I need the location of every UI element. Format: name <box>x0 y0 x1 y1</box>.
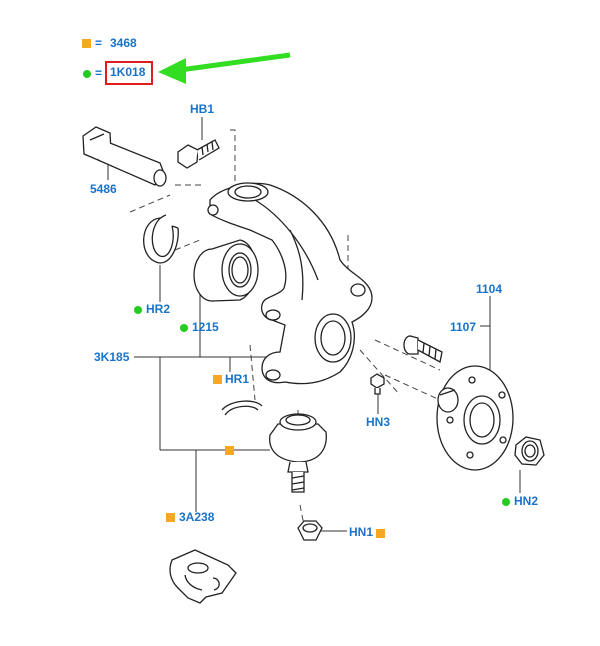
legend-code-1k018: 1K018 <box>110 65 146 79</box>
label-5486: 5486 <box>90 182 117 196</box>
bolt-hn3 <box>370 373 385 395</box>
marker-3a238-square <box>166 513 175 522</box>
label-hn1: HN1 <box>349 525 374 539</box>
marker-1215-dot <box>180 324 188 332</box>
label-1215: 1215 <box>192 320 219 334</box>
steering-knuckle-3k185 <box>207 182 373 385</box>
bolt-5486 <box>82 126 167 187</box>
label-hr1: HR1 <box>225 372 250 386</box>
label-hr2: HR2 <box>146 302 171 316</box>
bearing-1215 <box>193 239 259 302</box>
dashed-guides <box>129 129 441 531</box>
label-hn3: HN3 <box>366 415 391 429</box>
label-3k185: 3K185 <box>94 350 130 364</box>
highlight-box <box>105 61 153 85</box>
legend-code-3468: 3468 <box>110 36 137 50</box>
circlip-hr2 <box>143 214 179 264</box>
label-1104: 1104 <box>476 282 503 296</box>
marker-hn1-square <box>376 529 385 538</box>
wheel-bolt-1107 <box>403 335 443 363</box>
wheel-hub-1104 <box>436 365 514 471</box>
legend-dot-marker <box>83 70 91 78</box>
label-hb1: HB1 <box>190 102 215 116</box>
label-3a238: 3A238 <box>179 510 215 524</box>
circlip-hr1 <box>221 400 263 416</box>
legend-equals-1: = <box>95 36 103 50</box>
label-1107: 1107 <box>450 320 477 334</box>
pointer-arrow <box>158 52 291 84</box>
marker-balljoint-square <box>225 446 234 455</box>
hub-nut-hn2 <box>514 436 545 466</box>
ball-joint-3a238 <box>269 413 327 493</box>
heat-shield <box>169 549 237 604</box>
marker-hr2-dot <box>134 306 142 314</box>
bolt-hb1 <box>177 139 220 169</box>
marker-hr1-square <box>213 375 222 384</box>
legend-equals-2: = <box>95 66 103 80</box>
nut-hn1 <box>297 520 323 541</box>
legend-square-marker <box>82 39 91 48</box>
marker-hn2-dot <box>502 498 510 506</box>
label-hn2: HN2 <box>514 494 539 508</box>
